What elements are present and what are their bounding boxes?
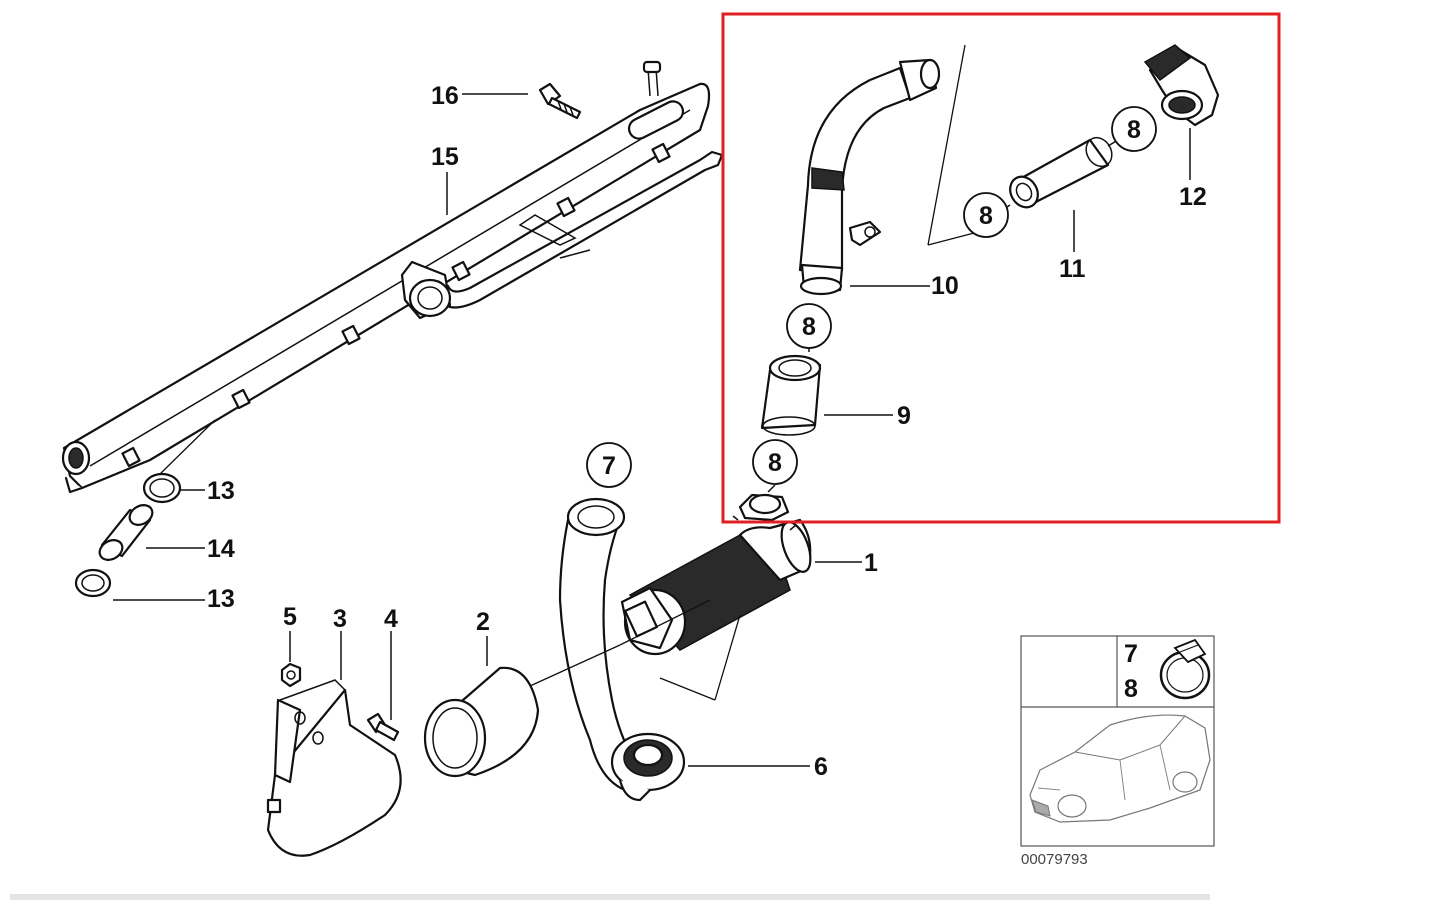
screw-4 <box>366 712 400 742</box>
bolt-16 <box>538 82 582 120</box>
callout-circle-8-lower: 8 <box>752 439 798 485</box>
callout-13-lower: 13 <box>207 585 235 613</box>
callout-4: 4 <box>384 605 398 633</box>
callout-3: 3 <box>333 605 347 633</box>
callout-6: 6 <box>814 753 828 781</box>
svg-text:8: 8 <box>768 449 782 477</box>
svg-text:8: 8 <box>1127 116 1141 144</box>
callout-circle-7: 7 <box>586 442 632 488</box>
fuel-hose-10 <box>798 58 941 296</box>
svg-text:8: 8 <box>979 202 993 230</box>
hose-11 <box>1009 136 1113 209</box>
seal-ring-13-upper <box>142 472 182 504</box>
callout-2: 2 <box>476 608 490 636</box>
horizontal-scrollbar[interactable] <box>10 894 1210 900</box>
circled-callouts: 7 8 8 8 8 <box>586 106 1157 488</box>
drawing-number: 00079793 <box>1021 851 1088 868</box>
callout-11: 11 <box>1059 255 1086 283</box>
callout-circle-8-right: 8 <box>1111 106 1157 152</box>
highlight-box <box>721 12 1281 524</box>
hose-clamp-icon <box>1159 638 1211 700</box>
inset-panel: 7 8 <box>1020 635 1215 847</box>
fuel-pump-1 <box>620 493 812 656</box>
callout-5: 5 <box>283 603 297 631</box>
callout-9: 9 <box>897 402 911 430</box>
leader-lines <box>113 93 1191 767</box>
seal-ring-13-lower <box>74 568 112 598</box>
car-silhouette-icon <box>1029 714 1211 823</box>
pump-sleeve-2 <box>423 666 540 778</box>
elbow-connector-12 <box>1143 44 1220 127</box>
filter-6 <box>610 732 686 802</box>
callout-16: 16 <box>431 82 459 110</box>
callout-labels: 16 15 13 14 13 1 2 3 4 5 6 10 9 11 12 <box>207 82 1207 781</box>
bracket-3 <box>266 679 402 857</box>
sleeve-14 <box>98 504 154 561</box>
nut-5 <box>280 662 302 688</box>
callout-circle-8-middle: 8 <box>786 303 832 349</box>
callout-14: 14 <box>207 535 235 563</box>
fuel-rail-15 <box>61 60 724 494</box>
callout-13-upper: 13 <box>207 477 235 505</box>
svg-text:7: 7 <box>602 452 616 480</box>
callout-12: 12 <box>1179 183 1207 211</box>
callout-10: 10 <box>931 272 959 300</box>
inset-label-8: 8 <box>1124 675 1138 703</box>
callout-circle-8-left: 8 <box>963 192 1009 238</box>
callout-1: 1 <box>864 549 878 577</box>
inset-label-7: 7 <box>1124 640 1138 668</box>
callout-15: 15 <box>431 143 459 171</box>
hose-sleeve-9 <box>760 354 822 436</box>
svg-text:8: 8 <box>802 313 816 341</box>
